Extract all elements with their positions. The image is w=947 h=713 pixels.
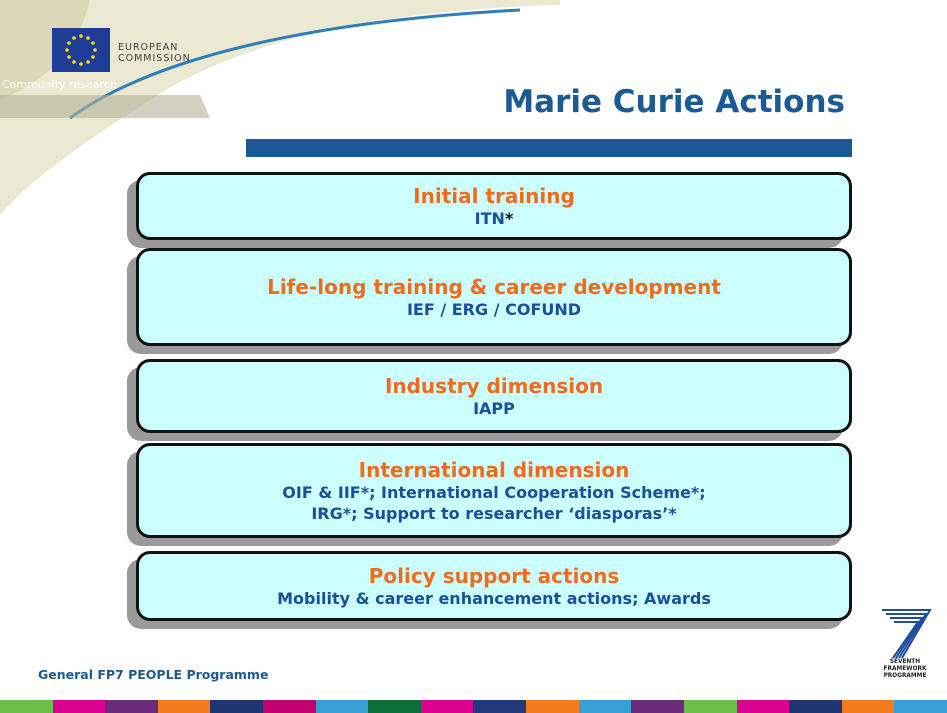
color-stripe — [263, 700, 316, 713]
community-research-label: Community research — [2, 78, 117, 91]
color-stripe — [736, 700, 790, 713]
box-subtext: Mobility & career enhancement actions; A… — [277, 588, 711, 608]
page-title: Marie Curie Actions — [503, 84, 845, 120]
color-stripe — [105, 700, 158, 713]
action-box-life-long-training: Life-long training & career development … — [136, 248, 852, 346]
color-stripe — [894, 700, 947, 713]
header-swoosh — [0, 0, 560, 215]
color-stripe — [789, 700, 842, 713]
color-stripe — [683, 700, 737, 713]
title-underline-bar — [246, 139, 852, 157]
color-stripe — [578, 700, 632, 713]
footer-programme-label: General FP7 PEOPLE Programme — [38, 667, 269, 682]
logo-org-name: EUROPEAN COMMISSION — [118, 42, 191, 64]
box-subtext: ITN* — [139, 208, 849, 229]
color-stripe — [157, 700, 211, 713]
color-stripe — [210, 700, 264, 713]
color-stripe — [368, 700, 421, 713]
color-stripe — [631, 700, 684, 713]
box-subtext: IEF / ERG / COFUND — [406, 299, 582, 319]
color-stripe — [420, 700, 474, 713]
action-box-industry-dimension: Industry dimension IAPP — [136, 359, 852, 433]
logo-org-line2: COMMISSION — [118, 53, 191, 64]
european-commission-logo: EUROPEAN COMMISSION — [38, 22, 208, 77]
box-subtext-itn: ITN — [474, 208, 505, 228]
fp7-logo-line2: PROGRAMME — [883, 673, 927, 679]
footer-color-stripes — [0, 700, 947, 713]
color-stripe — [52, 700, 106, 713]
fp7-logo-caption: SEVENTH FRAMEWORK PROGRAMME — [868, 659, 942, 680]
action-box-international-dimension: International dimension OIF & IIF*; Inte… — [136, 443, 852, 538]
box-heading: Industry dimension — [384, 373, 604, 398]
box-heading: Life-long training & career development — [267, 274, 721, 299]
logo-org-line1: EUROPEAN — [118, 42, 179, 53]
footnote-star: * — [504, 208, 514, 228]
color-stripe — [473, 700, 527, 713]
fp7-seven-icon — [882, 609, 932, 659]
box-heading: Policy support actions — [368, 563, 620, 588]
box-subtext: IAPP — [473, 398, 515, 418]
box-subtext-line2: IRG*; Support to researcher ‘diasporas’* — [311, 503, 677, 523]
fp7-logo: SEVENTH FRAMEWORK PROGRAMME — [868, 604, 942, 680]
action-box-initial-training: Initial training ITN* — [136, 172, 852, 240]
color-stripe — [526, 700, 579, 713]
color-stripe — [0, 700, 53, 713]
box-heading: International dimension — [358, 457, 630, 482]
eu-flag-icon — [52, 28, 110, 72]
color-stripe — [841, 700, 895, 713]
color-stripe — [315, 700, 369, 713]
box-subtext-line1: OIF & IIF*; International Cooperation Sc… — [282, 482, 706, 502]
action-box-policy-support: Policy support actions Mobility & career… — [136, 551, 852, 621]
box-heading: Initial training — [413, 183, 575, 208]
fp7-logo-line1: SEVENTH FRAMEWORK — [883, 659, 927, 672]
